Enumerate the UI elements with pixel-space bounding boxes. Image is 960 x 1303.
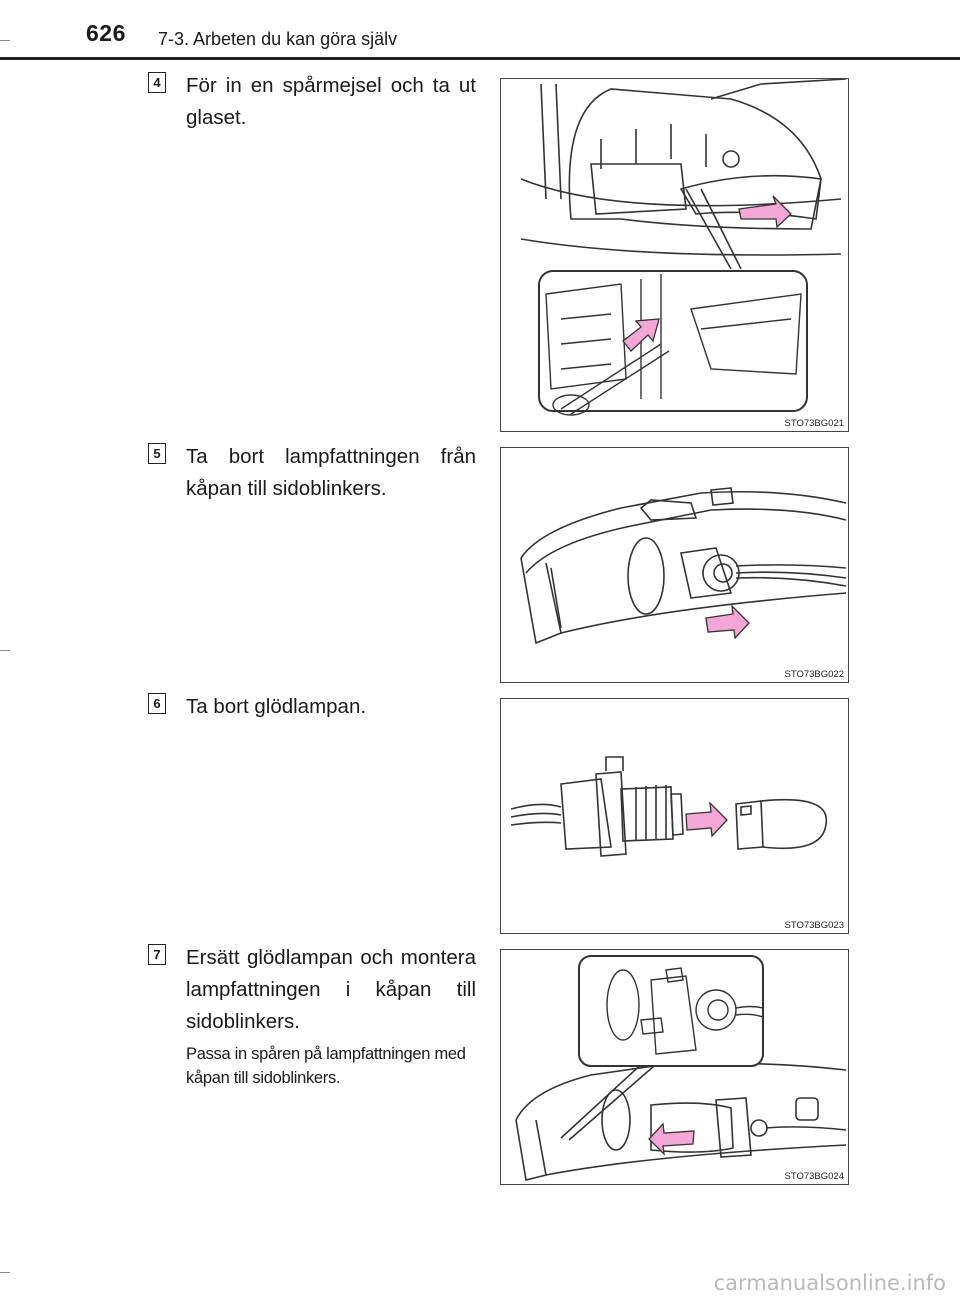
step-text: Ersätt glödlampan och montera lampfattni…: [186, 946, 476, 1033]
figure-remove-bulb: STO73BG023: [500, 698, 849, 934]
crop-mark: [0, 40, 10, 41]
step-number: 7: [148, 944, 166, 965]
page-header: 626 7-3. Arbeten du kan göra själv: [0, 0, 960, 60]
figure-install-bulb: STO73BG024: [500, 949, 849, 1185]
turn-signal-cover-illustration: [520, 487, 847, 645]
figure-remove-bulb-socket: STO73BG022: [500, 447, 849, 683]
section-title: 7-3. Arbeten du kan göra själv: [158, 29, 398, 49]
mirror-housing-illustration: [520, 79, 847, 416]
bulb-installation-illustration: [515, 955, 847, 1181]
step-number: 6: [148, 693, 166, 714]
figure-code: STO73BG021: [784, 418, 844, 429]
step-text: Ta bort lampfattningen från kåpan till s…: [186, 445, 476, 500]
header-rule: [0, 57, 960, 60]
figure-remove-glass: STO73BG021: [500, 78, 849, 432]
bulb-and-socket-illustration: [510, 756, 828, 857]
step-note: Passa in spåren på lampfattningen med kå…: [186, 1045, 466, 1087]
watermark: carmanualsonline.info: [713, 1271, 946, 1295]
figure-code: STO73BG024: [784, 1171, 844, 1182]
crop-mark: [0, 1272, 10, 1273]
page-number: 626: [86, 20, 126, 46]
step-number: 4: [148, 72, 166, 93]
step-text: För in en spårmejsel och ta ut glaset.: [186, 74, 476, 129]
figure-code: STO73BG022: [784, 669, 844, 680]
step-text: Ta bort glödlampan.: [186, 695, 367, 718]
step-number: 5: [148, 443, 166, 464]
crop-mark: [0, 650, 10, 651]
figure-code: STO73BG023: [784, 920, 844, 931]
